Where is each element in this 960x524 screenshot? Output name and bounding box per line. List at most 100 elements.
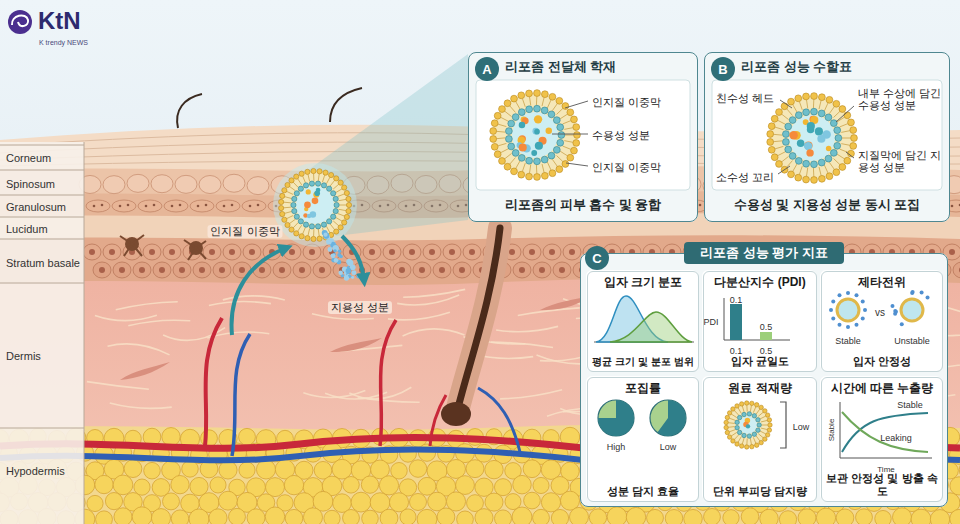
lipid-head — [750, 444, 754, 448]
basal-cell — [113, 262, 131, 278]
fat-cell — [219, 491, 238, 510]
basal-cell — [163, 244, 181, 260]
lipid-head — [534, 158, 541, 165]
ingredient-dot — [326, 239, 332, 245]
lipid-head — [548, 111, 555, 118]
nucleus — [89, 249, 95, 255]
nucleus — [219, 267, 225, 273]
granule — [223, 205, 226, 208]
lipid-tail — [522, 163, 525, 171]
lipid-head — [747, 412, 751, 416]
lipid-tail — [542, 164, 544, 173]
lipid-head — [803, 93, 810, 100]
lipid-tail — [842, 138, 851, 139]
lipid-tail — [505, 153, 512, 158]
basal-cell — [433, 262, 451, 278]
cargo-molecule — [314, 190, 320, 196]
charge-dot — [863, 308, 867, 312]
lipid-head — [567, 154, 574, 161]
lipid-tail — [819, 100, 821, 109]
fat-cell — [798, 509, 816, 524]
lipid-head — [833, 100, 840, 107]
cargo-molecule — [817, 135, 825, 143]
cargo-molecule — [519, 122, 525, 128]
basal-cell — [243, 244, 261, 260]
fat-cell — [485, 460, 503, 478]
nucleus — [319, 267, 325, 273]
level-label: Low — [660, 442, 677, 452]
lipid-head — [818, 159, 825, 166]
lipid-tail — [728, 426, 734, 428]
cargo-molecule — [307, 214, 311, 218]
nucleus — [409, 249, 415, 255]
skin-cell — [175, 175, 197, 193]
lipid-head — [289, 178, 294, 183]
lipid-head — [511, 95, 518, 102]
lipid-head — [811, 161, 818, 168]
lipid-head — [512, 114, 519, 121]
lipid-head — [757, 423, 761, 427]
lipid-head — [505, 128, 512, 135]
lipid-tail — [793, 164, 797, 172]
lipid-tail — [813, 99, 814, 108]
penetration-arrow — [232, 248, 286, 335]
granule — [205, 204, 208, 207]
charge-dot — [846, 325, 850, 329]
part-label: 지질막에 담긴 지용성 성분 — [858, 149, 944, 173]
basal-cell — [413, 262, 431, 278]
cargo-molecule — [546, 128, 552, 134]
lipid-tail — [761, 420, 767, 421]
badge-circle: A — [475, 57, 499, 81]
lipid-head — [830, 149, 837, 156]
lipid-tail — [498, 143, 506, 145]
fat-cell — [456, 476, 475, 495]
granule — [179, 204, 182, 207]
lipid-head — [294, 174, 299, 179]
lipid-head — [768, 123, 775, 130]
fat-cell — [409, 460, 427, 478]
lipid-tail — [501, 149, 509, 153]
lipid-head — [292, 196, 297, 201]
lipid-head — [825, 155, 832, 162]
lipid-head — [317, 169, 322, 174]
lipid-head — [279, 199, 284, 204]
charge-dot — [900, 322, 904, 326]
basal-cell — [83, 244, 101, 260]
basal-cell — [223, 244, 241, 260]
charge-dot — [861, 317, 865, 321]
fat-cell — [124, 460, 142, 478]
label-holder: Stable — [897, 394, 923, 412]
lipid-tail — [542, 97, 544, 106]
lipid-head — [830, 120, 837, 127]
collagen-fiber — [108, 344, 170, 355]
label-holder: vs — [875, 302, 885, 320]
lipid-tail — [750, 438, 751, 444]
basal-cell — [453, 262, 471, 278]
layer-name: Lucidum — [6, 223, 48, 236]
granule — [249, 205, 252, 208]
comparison-label: vs — [875, 307, 885, 319]
basal-cell — [443, 244, 461, 260]
basal-cell — [373, 262, 391, 278]
cargo-molecule — [797, 140, 804, 147]
fat-cell — [95, 475, 113, 493]
fat-cell — [723, 510, 739, 524]
fat-cell — [494, 510, 511, 524]
hair-bulb — [441, 402, 471, 426]
cargo-molecule — [304, 201, 311, 208]
fat-cell — [265, 507, 284, 524]
lipid-tail — [516, 102, 520, 110]
lipid-tail — [313, 174, 314, 181]
lipid-head — [504, 163, 511, 170]
fat-cell — [911, 509, 931, 524]
lipid-tail — [819, 167, 821, 176]
label-holder: 0.5 — [760, 316, 773, 334]
fat-cell — [741, 508, 759, 524]
lipid-head — [346, 196, 351, 201]
lipid-head — [803, 176, 810, 183]
lipid-head — [511, 168, 518, 175]
lipid-tail — [774, 140, 783, 142]
lipid-head — [289, 227, 294, 232]
lipid-head — [795, 157, 802, 164]
